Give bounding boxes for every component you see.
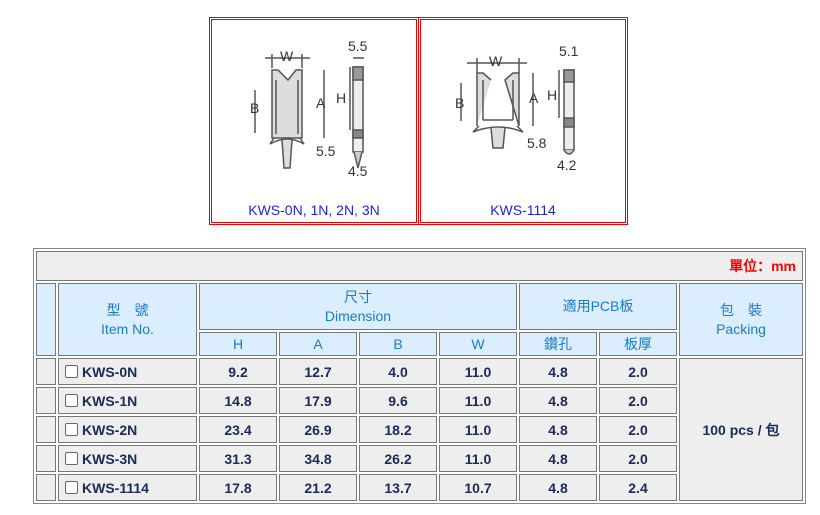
row-checkbox[interactable] [65, 422, 78, 436]
thick-cell: 2.0 [599, 416, 677, 443]
item-cell: KWS-2N [58, 416, 197, 443]
a-cell: 12.7 [279, 358, 357, 385]
clip-drawing: W B A H 5.1 5.8 4.2 [455, 43, 579, 173]
label-bottom: 4.2 [557, 157, 577, 173]
a-cell: 21.2 [279, 474, 357, 501]
hole-cell: 4.8 [519, 358, 597, 385]
item-name: KWS-2N [82, 421, 138, 438]
h-cell: 17.8 [199, 474, 277, 501]
h-cell: 14.8 [199, 387, 277, 414]
hole-cell: 4.8 [519, 416, 597, 443]
row-checkbox[interactable] [65, 451, 78, 465]
label-b: B [250, 100, 259, 116]
hole-cell: 4.8 [519, 474, 597, 501]
label-b: B [455, 95, 464, 111]
item-cell: KWS-0N [58, 358, 197, 385]
row-spacer [36, 358, 56, 385]
label-w: W [489, 53, 503, 69]
product-image-kws-1114: W B A H 5.1 5.8 4.2 KWS-1114 [418, 17, 628, 225]
h-cell: 23.4 [199, 416, 277, 443]
row-spacer [36, 474, 56, 501]
w-cell: 11.0 [439, 358, 517, 385]
a-header: A [279, 332, 357, 356]
item-cell: KWS-3N [58, 445, 197, 472]
clip-drawing: W B A H 5.5 5.5 4.5 [250, 38, 368, 179]
b-cell: 13.7 [359, 474, 437, 501]
w-cell: 10.7 [439, 474, 517, 501]
row-spacer [36, 387, 56, 414]
row-spacer [36, 416, 56, 443]
hole-cell: 4.8 [519, 445, 597, 472]
product-image-kws-n: W B A H 5.5 5.5 4.5 KWS-0N, 1N, 2N, 3N [209, 17, 419, 225]
item-cell: KWS-1N [58, 387, 197, 414]
item-name: KWS-1N [82, 392, 138, 409]
label-side: 5.8 [527, 135, 547, 151]
item-name: KWS-0N [82, 363, 138, 380]
row-checkbox[interactable] [65, 480, 78, 494]
label-bottom: 4.5 [348, 163, 368, 179]
w-header: W [439, 332, 517, 356]
row-spacer [36, 445, 56, 472]
item-name: KWS-3N [82, 450, 138, 467]
w-cell: 11.0 [439, 416, 517, 443]
hole-cell: 4.8 [519, 387, 597, 414]
packing-cell: 100 pcs / 包 [679, 358, 803, 501]
b-cell: 18.2 [359, 416, 437, 443]
a-cell: 26.9 [279, 416, 357, 443]
hole-header: 鑽孔 [519, 332, 597, 356]
label-side: 5.5 [316, 143, 336, 159]
h-header: H [199, 332, 277, 356]
thick-cell: 2.0 [599, 358, 677, 385]
pcb-header: 適用PCB板 [519, 283, 677, 330]
h-cell: 31.3 [199, 445, 277, 472]
label-h: H [336, 90, 346, 106]
unit-label: 單位：mm [36, 251, 803, 281]
w-cell: 11.0 [439, 387, 517, 414]
image-caption: KWS-1114 [490, 202, 556, 218]
thick-cell: 2.0 [599, 445, 677, 472]
thickness-header: 板厚 [599, 332, 677, 356]
b-header: B [359, 332, 437, 356]
item-name: KWS-1114 [82, 479, 149, 496]
b-cell: 26.2 [359, 445, 437, 472]
label-a: A [316, 95, 326, 111]
item-cell: KWS-1114 [58, 474, 197, 501]
label-h: H [547, 87, 557, 103]
b-cell: 4.0 [359, 358, 437, 385]
image-caption: KWS-0N, 1N, 2N, 3N [248, 202, 380, 218]
a-cell: 34.8 [279, 445, 357, 472]
thick-cell: 2.4 [599, 474, 677, 501]
thick-cell: 2.0 [599, 387, 677, 414]
row-checkbox[interactable] [65, 364, 78, 378]
label-top: 5.1 [559, 43, 579, 59]
label-a: A [529, 90, 539, 106]
h-cell: 9.2 [199, 358, 277, 385]
select-column-header [36, 283, 56, 356]
label-w: W [280, 48, 294, 64]
a-cell: 17.9 [279, 387, 357, 414]
b-cell: 9.6 [359, 387, 437, 414]
row-checkbox[interactable] [65, 393, 78, 407]
label-top: 5.5 [348, 38, 368, 54]
w-cell: 11.0 [439, 445, 517, 472]
